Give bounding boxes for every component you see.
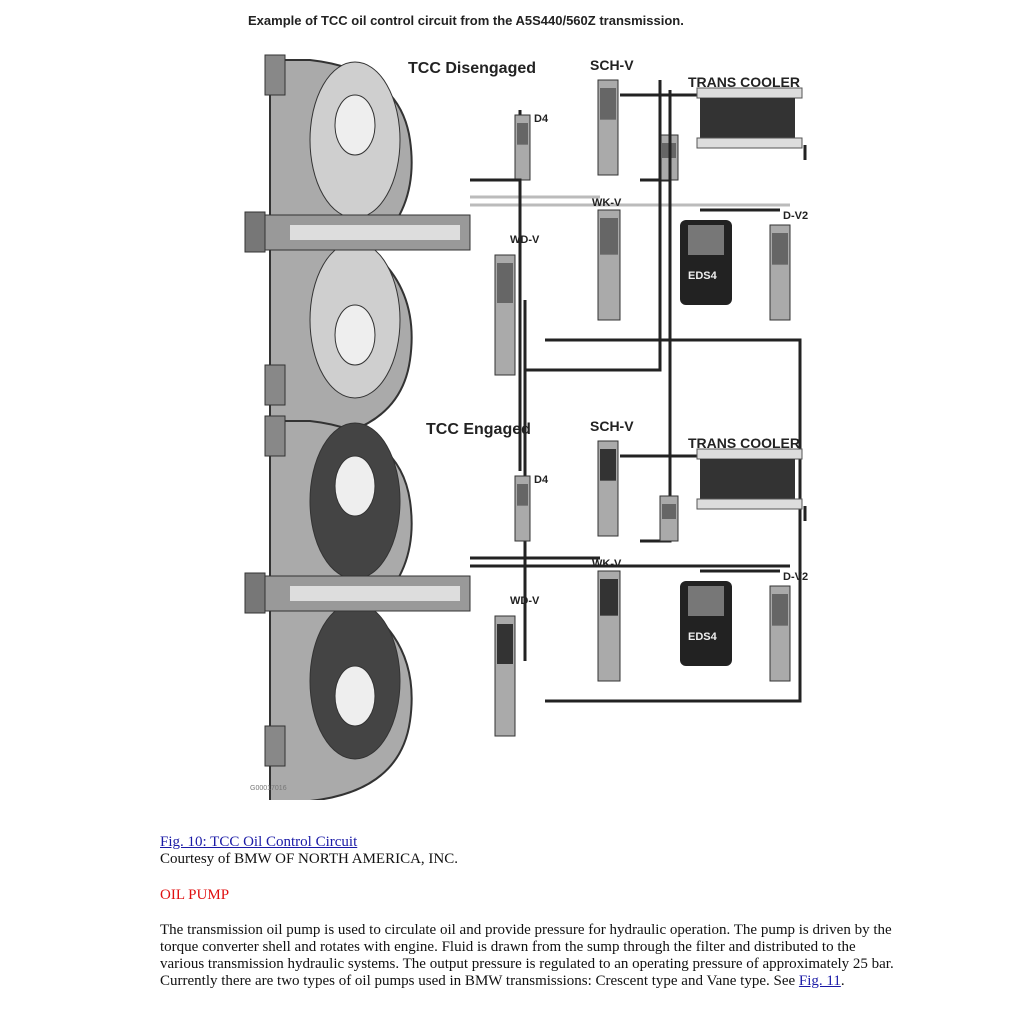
valve-spool: [497, 263, 513, 303]
panel-disengaged-labels: TCC Disengaged SCH-V TRANS COOLER D4 WK-…: [408, 57, 808, 282]
oil-line: [523, 80, 662, 661]
fig-11-link[interactable]: Fig. 11: [798, 973, 841, 989]
valve-spool: [497, 624, 513, 664]
sch-v-label: SCH-V: [590, 418, 634, 434]
cooler-core: [700, 98, 795, 138]
flexplate-bolt-bottom: [264, 725, 286, 767]
stator-upper: [334, 94, 376, 156]
oil-line: [470, 178, 522, 471]
cooler-bottom: [696, 137, 803, 149]
flexplate-bolt-top: [264, 54, 286, 96]
valve-spool: [772, 594, 788, 626]
oil-line: [545, 370, 802, 703]
wk-v-label: WK-V: [592, 558, 622, 570]
courtesy-text: Courtesy of BMW OF NORTH AMERICA, INC.: [160, 851, 459, 867]
valve-spool: [600, 218, 618, 255]
stator-lower: [334, 665, 376, 727]
figure-title: Example of TCC oil control circuit from …: [248, 13, 684, 28]
valve-spool: [517, 123, 528, 145]
valve-spool: [600, 579, 618, 616]
valve-spool: [600, 88, 616, 120]
eds4-cap: [688, 586, 724, 616]
body-end: .: [840, 973, 845, 989]
state-label: TCC Disengaged: [408, 60, 536, 77]
eds4-label: EDS4: [688, 270, 718, 282]
crank-hub: [244, 211, 266, 253]
d4-label: D4: [534, 474, 549, 486]
panel-engaged: [244, 80, 807, 800]
flexplate-bolt-bottom: [264, 364, 286, 406]
panel-engaged-labels: TCC Engaged SCH-V TRANS COOLER D4 WK-V D…: [426, 418, 808, 643]
figure-caption-link[interactable]: Fig. 10: TCC Oil Control Circuit: [160, 834, 358, 850]
state-label: TCC Engaged: [426, 421, 531, 438]
valve-spool: [772, 233, 788, 265]
oil-line: [545, 338, 802, 370]
shaft-bore: [290, 586, 460, 601]
d-v2-label: D-V2: [783, 571, 808, 583]
section-heading: OIL PUMP: [160, 887, 230, 903]
tcc-oil-circuit-diagram: TCC Disengaged SCH-V TRANS COOLER D4 WK-…: [244, 54, 808, 800]
valve-spool: [662, 504, 676, 519]
d-v2-label: D-V2: [783, 210, 808, 222]
sch-v-label: SCH-V: [590, 57, 634, 73]
shaft-bore: [290, 225, 460, 240]
crank-hub: [244, 572, 266, 614]
wk-v-label: WK-V: [592, 197, 622, 209]
valve-spool: [517, 484, 528, 506]
trans-cooler-label: TRANS COOLER: [688, 74, 800, 90]
flexplate-bolt-top: [264, 415, 286, 457]
wd-v-label: WD-V: [510, 595, 540, 607]
body-text: The transmission oil pump is used to cir…: [160, 922, 894, 989]
body-paragraph: The transmission oil pump is used to cir…: [160, 922, 900, 990]
trans-cooler-label: TRANS COOLER: [688, 435, 800, 451]
stator-upper: [334, 455, 376, 517]
eds4-label: EDS4: [688, 631, 718, 643]
cooler-core: [700, 459, 795, 499]
wd-v-label: WD-V: [510, 234, 540, 246]
cooler-bottom: [696, 498, 803, 510]
oil-line: [470, 110, 522, 182]
figure-code: G00017016: [250, 785, 287, 792]
d4-label: D4: [534, 113, 549, 125]
valve-spool: [600, 449, 616, 481]
eds4-cap: [688, 225, 724, 255]
stator-lower: [334, 304, 376, 366]
